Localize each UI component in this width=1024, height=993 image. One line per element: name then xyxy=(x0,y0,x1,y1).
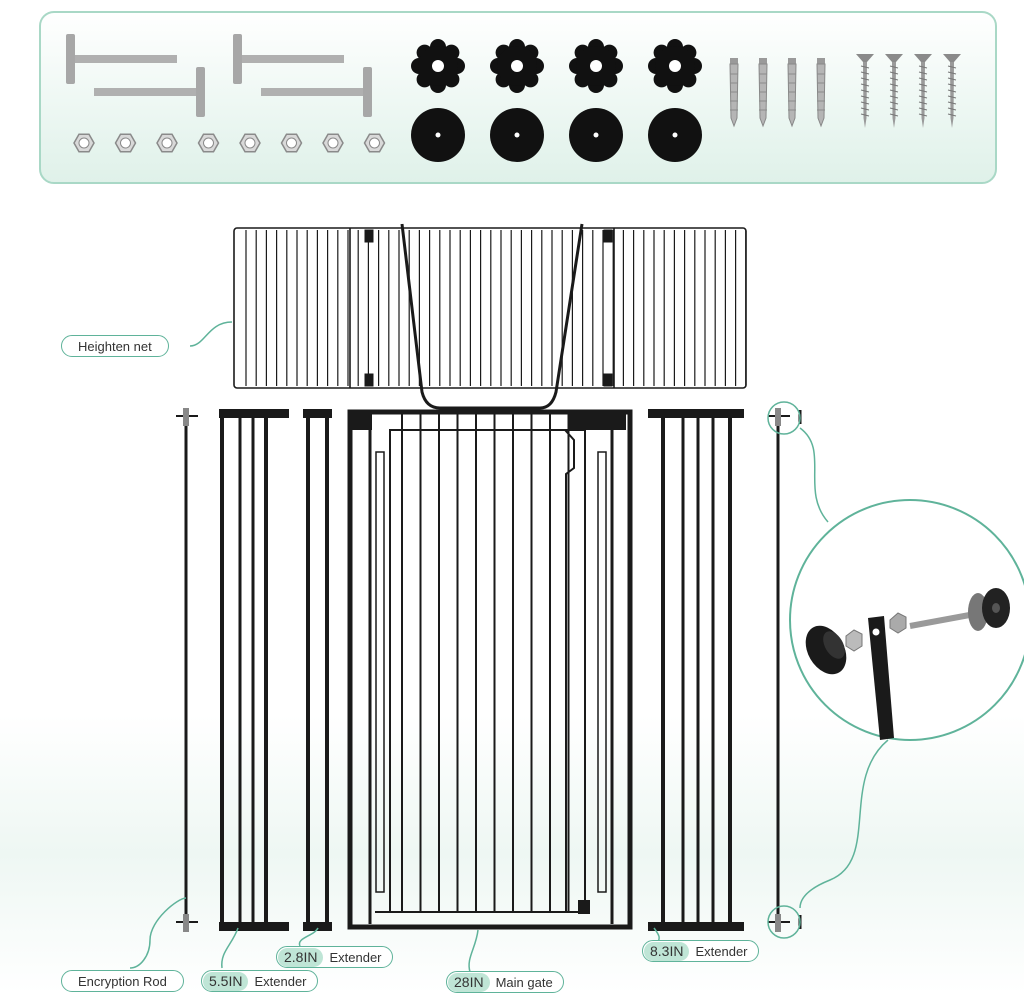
bolt-icon xyxy=(233,34,344,84)
bolt-icon xyxy=(261,67,372,117)
wood-screw-icon xyxy=(943,54,961,128)
main-gate-name: Main gate xyxy=(495,974,553,990)
extender-8-3in-frame xyxy=(648,409,744,931)
extender-2-8in-size: 2.8IN xyxy=(278,947,324,967)
main-gate-size: 28IN xyxy=(448,972,490,992)
main-gate-frame xyxy=(347,409,633,930)
rubber-pad-row xyxy=(411,108,702,162)
wood-screw-row xyxy=(856,54,961,128)
extender-8-3in-name: Extender xyxy=(695,943,748,959)
hex-nut-icon xyxy=(363,133,386,153)
extender-2-8in-name: Extender xyxy=(329,949,382,965)
bolt-icon xyxy=(94,67,205,117)
knob-icon xyxy=(648,39,702,93)
assembly-detail-callout xyxy=(789,427,1024,909)
knob-row xyxy=(411,39,702,93)
extender-5-5in-name: Extender xyxy=(254,973,307,989)
heighten-net-label: Heighten net xyxy=(61,335,169,357)
encryption-rod-right xyxy=(767,401,802,939)
encryption-rod-label: Encryption Rod xyxy=(61,970,184,992)
extender-8-3in-size: 8.3IN xyxy=(644,941,690,961)
hex-nut-icon xyxy=(239,133,261,153)
wood-screw-icon xyxy=(856,54,874,128)
rubber-pad-icon xyxy=(648,108,702,162)
knob-icon xyxy=(490,39,544,93)
bolt-icon xyxy=(66,34,177,84)
wall-anchor-icon xyxy=(729,58,739,128)
hex-nut-icon xyxy=(114,133,137,153)
heighten-net xyxy=(233,223,747,410)
extender-5-5in-label: 5.5IN Extender xyxy=(201,970,318,992)
hex-nut-icon xyxy=(156,133,178,153)
rubber-pad-icon xyxy=(411,108,465,162)
rubber-pad-icon xyxy=(490,108,544,162)
extender-2-8in-frame xyxy=(303,409,332,931)
main-gate-label: 28IN Main gate xyxy=(446,971,564,993)
hex-nut-icon xyxy=(322,133,344,153)
knob-icon xyxy=(411,39,465,93)
wall-anchor-icon xyxy=(787,58,797,128)
extender-5-5in-frame xyxy=(219,409,289,931)
extender-2-8in-label: 2.8IN Extender xyxy=(276,946,393,968)
detail-bolt-icon xyxy=(909,588,1010,631)
heighten-net-label-text: Heighten net xyxy=(78,338,152,354)
hex-nut-row xyxy=(73,133,386,153)
hex-nut-icon xyxy=(73,133,95,153)
encryption-rod-left xyxy=(176,408,198,932)
wood-screw-icon xyxy=(885,54,903,128)
detail-plate-icon xyxy=(868,616,894,740)
detail-knob-icon xyxy=(805,625,847,675)
wall-anchor-row xyxy=(729,58,826,128)
wall-anchor-icon xyxy=(758,58,768,128)
detail-nut-icon xyxy=(845,612,907,652)
wood-screw-icon xyxy=(914,54,932,128)
extender-8-3in-label: 8.3IN Extender xyxy=(642,940,759,962)
encryption-rod-label-text: Encryption Rod xyxy=(78,973,167,989)
hex-nut-icon xyxy=(280,133,303,153)
wall-anchor-icon xyxy=(816,58,826,128)
hex-nut-icon xyxy=(197,133,220,153)
hardware-parts-panel xyxy=(39,11,997,184)
rubber-pad-icon xyxy=(569,108,623,162)
extender-5-5in-size: 5.5IN xyxy=(203,971,249,991)
knob-icon xyxy=(569,39,623,93)
